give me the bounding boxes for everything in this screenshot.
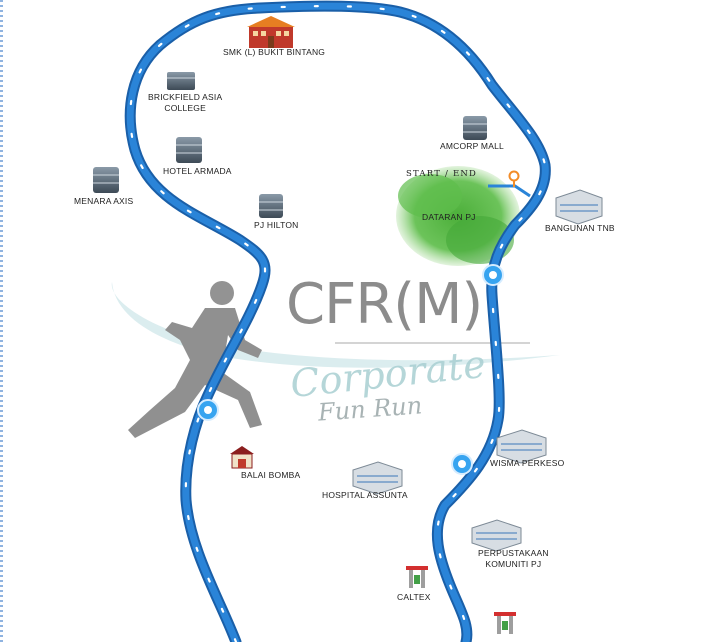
fire-station-icon (230, 446, 254, 469)
building-icon (93, 167, 119, 193)
start-end-label: START / END (406, 169, 478, 179)
building-icon (259, 194, 283, 218)
petrol-station-icon (406, 566, 428, 588)
cfr-logo: CFR(M) (286, 272, 483, 337)
landmark-smk-bukit-bintang: SMK (L) BUKIT BINTANG (223, 47, 326, 57)
building-icon (463, 116, 487, 140)
landmark-dataran-pj: DATARAN PJ (422, 212, 476, 222)
landmark-menara-axis: MENARA AXIS (74, 196, 134, 206)
dataran-pj-park (396, 166, 520, 266)
office-icon (555, 189, 603, 225)
landmark-bangunan-tnb: BANGUNAN TNB (545, 223, 615, 233)
landmark-balai-bomba: BALAI BOMBA (241, 470, 301, 480)
landmark-amcorp-mall: AMCORP MALL (440, 141, 504, 151)
checkpoint (197, 399, 219, 421)
landmark-perpustakaan-komuniti-pj: PERPUSTAKAAN KOMUNITI PJ (478, 548, 549, 569)
run-route (124, 0, 551, 642)
checkpoint (482, 264, 504, 286)
checkpoint (451, 453, 473, 475)
landmark-hotel-armada: HOTEL ARMADA (163, 166, 232, 176)
building-icon (167, 72, 195, 90)
landmark-caltex: CALTEX (397, 592, 431, 602)
office-icon (471, 519, 522, 552)
petrol-station-icon (494, 612, 516, 634)
landmark-pj-hilton: PJ HILTON (254, 220, 299, 230)
office-icon (352, 461, 403, 495)
landmark-wisma-perkeso: WISMA PERKESO (490, 458, 565, 468)
landmark-brickfield-asia-college: BRICKFIELD ASIA COLLEGE (148, 92, 223, 113)
school-icon (247, 16, 295, 48)
office-icon (496, 429, 547, 464)
landmark-hospital-assunta: HOSPITAL ASSUNTA (322, 490, 408, 500)
runner-silhouette (111, 281, 560, 438)
start-end-marker (488, 170, 531, 198)
building-icon (176, 137, 202, 163)
